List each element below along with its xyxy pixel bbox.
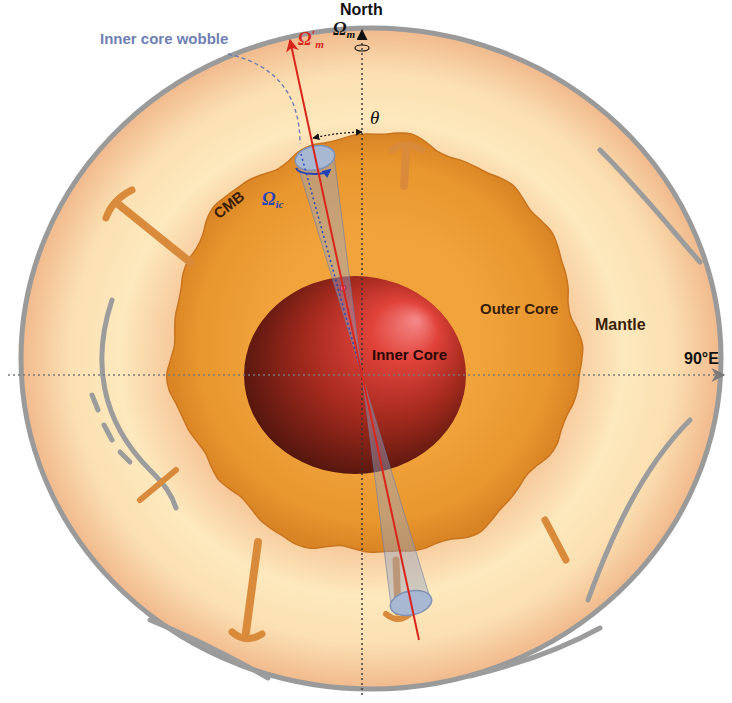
- rotation-vector-label: Ω′m: [298, 28, 324, 50]
- plume-head: [392, 145, 422, 150]
- axis-label: North: [340, 2, 383, 18]
- callout-label: Inner core wobble: [100, 31, 228, 46]
- layer-name: Outer Core: [480, 301, 558, 316]
- plume-head: [232, 632, 262, 639]
- mantle-plume: [404, 152, 406, 186]
- inner-core-ball: [244, 276, 466, 474]
- rotation-vector-label: Ωm: [333, 20, 355, 40]
- angle-label: θ: [370, 108, 379, 127]
- outer-core-blob: [167, 133, 583, 552]
- rotation-vector-label: Ωic: [262, 190, 284, 210]
- inner-core-rotation: [296, 168, 330, 174]
- layer-name: Mantle: [595, 317, 646, 333]
- axis-label: 90°E: [684, 351, 719, 367]
- layer-name: Inner Core: [372, 347, 447, 362]
- mantle-shell: [21, 28, 721, 689]
